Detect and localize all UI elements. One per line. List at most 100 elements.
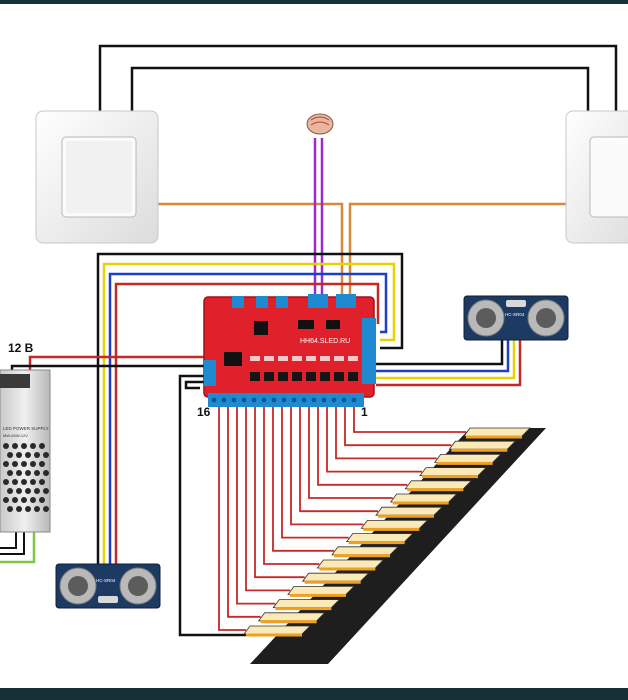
bottom-frame-bar (0, 688, 628, 700)
vent-hole (7, 452, 13, 458)
supply-voltage-label: 12 В (8, 341, 34, 355)
led-wire (335, 406, 437, 460)
vent-hole (21, 497, 27, 503)
led-wire (353, 406, 466, 433)
vent-hole (30, 497, 36, 503)
output-last-label: 16 (197, 405, 211, 419)
stair-step (243, 625, 311, 635)
switch-right-signal-wire (348, 202, 566, 298)
vent-hole (39, 461, 45, 467)
controller-site-text: HH64.SLED.RU (300, 338, 350, 345)
sensor-model-right: HC-SR04 (505, 312, 525, 317)
psu-model-text: MW-60W-12V (3, 433, 28, 438)
vent-hole (21, 443, 27, 449)
stair-step (316, 559, 385, 569)
vent-hole (16, 470, 22, 476)
vent-hole (16, 452, 22, 458)
vent-hole (43, 488, 49, 494)
vent-hole (3, 443, 9, 449)
vent-hole (39, 443, 45, 449)
led-wire (227, 406, 261, 618)
vent-hole (21, 461, 27, 467)
staircase (243, 427, 546, 664)
switch-wire-inner (130, 66, 590, 112)
psu-brand-text: LED POWER SUPPLY (3, 426, 49, 431)
led-wire (308, 406, 393, 499)
stair-step (375, 506, 443, 516)
stair-step (404, 480, 473, 490)
vent-hole (12, 443, 18, 449)
light-sensor (306, 113, 334, 298)
vent-hole (34, 470, 40, 476)
led-wire (254, 406, 305, 579)
stair-step (448, 440, 517, 450)
led-wire (263, 406, 320, 565)
vent-hole (30, 461, 36, 467)
stair-step (360, 520, 429, 529)
vent-hole (30, 443, 36, 449)
led-wire (290, 406, 364, 526)
vent-hole (43, 506, 49, 512)
led-wire (299, 406, 378, 513)
vent-hole (7, 488, 13, 494)
vent-hole (3, 479, 9, 485)
led-wire (344, 406, 452, 447)
switch-left-signal-wire (158, 202, 344, 298)
vent-hole (7, 506, 13, 512)
vent-hole (12, 461, 18, 467)
left-sensor-wires (96, 252, 404, 566)
led-wire (272, 406, 334, 552)
vent-hole (25, 452, 31, 458)
vent-hole (43, 470, 49, 476)
vent-hole (34, 452, 40, 458)
stair-step (272, 599, 341, 608)
ultrasonic-sensor-left: HC-SR04 (55, 563, 161, 609)
vent-hole (25, 488, 31, 494)
switch-link-wires (98, 44, 618, 298)
sensor-model-left: HC-SR04 (96, 578, 116, 583)
vent-hole (3, 461, 9, 467)
vent-hole (39, 479, 45, 485)
stair-step (463, 427, 531, 437)
wall-switch-left (35, 110, 159, 244)
vent-hole (39, 497, 45, 503)
led-output-wires (218, 406, 466, 631)
stair-step (287, 586, 355, 595)
wall-switch-right (565, 110, 628, 244)
led-wire (245, 406, 290, 592)
led-wire (218, 406, 246, 631)
led-wire (281, 406, 349, 539)
top-frame-bar (0, 0, 628, 4)
output-first-label: 1 (361, 405, 368, 419)
stair-step (389, 493, 458, 503)
vent-hole (12, 497, 18, 503)
ultrasonic-sensor-right: HC-SR04 (463, 295, 569, 341)
vent-hole (34, 506, 40, 512)
stair-step (419, 467, 487, 477)
vent-holes (3, 443, 49, 512)
vent-hole (21, 479, 27, 485)
stair-step (301, 572, 370, 582)
stair-step (331, 546, 399, 556)
led-wire (236, 406, 276, 605)
vent-hole (16, 506, 22, 512)
vent-hole (12, 479, 18, 485)
vent-hole (34, 488, 40, 494)
vent-hole (30, 479, 36, 485)
stair-step (257, 612, 326, 622)
stair-step (345, 533, 414, 542)
right-sensor-wires (376, 336, 522, 387)
vent-hole (3, 497, 9, 503)
vent-hole (25, 506, 31, 512)
vent-hole (25, 470, 31, 476)
controller-board: HH64.SLED.RU (203, 294, 376, 407)
vent-hole (7, 470, 13, 476)
switch-wire-outer (98, 44, 618, 112)
vent-hole (43, 452, 49, 458)
power-supply: LED POWER SUPPLY MW-60W-12V (0, 369, 51, 564)
led-wire (326, 406, 422, 473)
led-wire (317, 406, 408, 486)
stair-step (433, 453, 502, 463)
vent-hole (16, 488, 22, 494)
